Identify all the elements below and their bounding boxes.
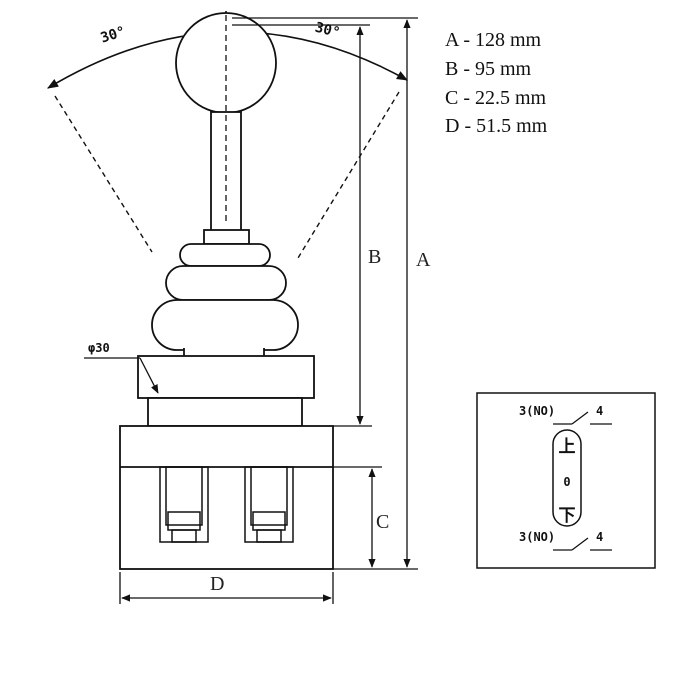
legend-c: C - 22.5 mm xyxy=(445,87,547,109)
right-angle-label: 30° xyxy=(313,20,341,42)
position-up-glyph: 上 xyxy=(559,437,576,457)
contact-diagram: 3(NO) 4 上 0 下 3(NO) 4 xyxy=(476,392,656,569)
shaft-collar xyxy=(203,229,250,245)
terminal-right xyxy=(244,466,294,543)
position-slot xyxy=(552,429,582,527)
dimension-legend: A - 128 mm B - 95 mm C - 22.5 mm D - 51.… xyxy=(445,29,548,137)
dim-b-label: B xyxy=(368,246,381,268)
panel-bezel xyxy=(137,355,315,399)
terminals xyxy=(159,466,294,543)
panel-neck xyxy=(147,397,303,427)
left-limit-line xyxy=(54,95,153,253)
dim-c-label: C xyxy=(376,511,389,533)
left-angle-label: 30° xyxy=(99,24,128,47)
legend-b: B - 95 mm xyxy=(445,58,532,80)
top-contact-left-label: 3(NO) xyxy=(519,404,555,418)
boot-neck xyxy=(184,348,264,356)
dim-d-label: D xyxy=(210,573,224,595)
boot-ring-3 xyxy=(151,299,299,351)
dim-a-label: A xyxy=(416,249,431,271)
base-housing xyxy=(119,425,334,570)
diameter-label: φ30 xyxy=(88,341,110,355)
dimension-lines xyxy=(119,17,418,604)
diameter-callout xyxy=(84,357,159,394)
legend-d: D - 51.5 mm xyxy=(445,115,548,137)
bottom-contact-symbol xyxy=(553,537,612,551)
legend-a: A - 128 mm xyxy=(445,29,542,51)
position-down-glyph: 下 xyxy=(559,506,576,526)
terminal-left xyxy=(159,466,209,543)
joystick-body xyxy=(119,12,334,570)
top-contact-right-label: 4 xyxy=(596,404,603,418)
boot-ring-2 xyxy=(165,265,287,301)
bottom-contact-right-label: 4 xyxy=(596,530,603,544)
right-limit-line xyxy=(297,91,400,259)
boot-ring-1 xyxy=(179,243,271,267)
bottom-contact-left-label: 3(NO) xyxy=(519,530,555,544)
position-center-glyph: 0 xyxy=(563,475,570,489)
top-contact-symbol xyxy=(553,411,612,425)
